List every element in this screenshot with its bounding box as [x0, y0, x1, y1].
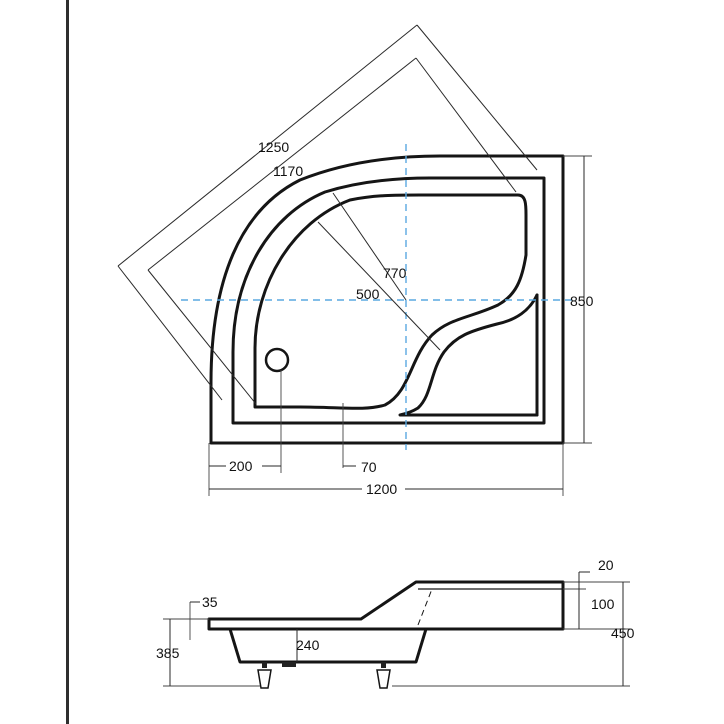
label-100: 100	[591, 596, 615, 612]
seat-curve	[398, 293, 539, 417]
label-385: 385	[156, 645, 180, 661]
basin-outline	[253, 193, 528, 410]
side-seat-hidden-line	[417, 588, 433, 626]
side-basin-outline	[228, 627, 428, 664]
dim-line-1250	[117, 24, 418, 267]
dim-line-1170	[147, 57, 417, 271]
label-200: 200	[229, 458, 253, 474]
label-770: 770	[383, 265, 407, 281]
label-850: 850	[570, 293, 594, 309]
label-450: 450	[611, 625, 635, 641]
label-35: 35	[202, 594, 218, 610]
dim-line-770	[332, 192, 407, 301]
label-500: 500	[356, 286, 380, 302]
side-view: 35 385 240 20 100 450	[156, 557, 635, 689]
label-1200: 1200	[366, 481, 397, 497]
ext-line-1250-start	[117, 265, 223, 401]
label-1250: 1250	[258, 139, 289, 155]
plan-view: 1250 1170 770 500 850 1200 200 70	[117, 24, 594, 497]
label-20: 20	[598, 557, 614, 573]
ext-line-1170-start	[147, 269, 257, 405]
ext-line-1170-end	[415, 57, 517, 193]
label-70: 70	[361, 459, 377, 475]
tray-outer-outline	[209, 154, 565, 445]
side-legs	[257, 662, 391, 689]
tray-rim-outline	[231, 176, 546, 425]
page-left-border	[66, 0, 69, 724]
ext-line-1250-end	[416, 24, 538, 171]
dim-line-500	[317, 221, 441, 351]
drain-circle	[264, 347, 290, 373]
label-1170: 1170	[273, 163, 303, 179]
label-240: 240	[296, 637, 320, 653]
